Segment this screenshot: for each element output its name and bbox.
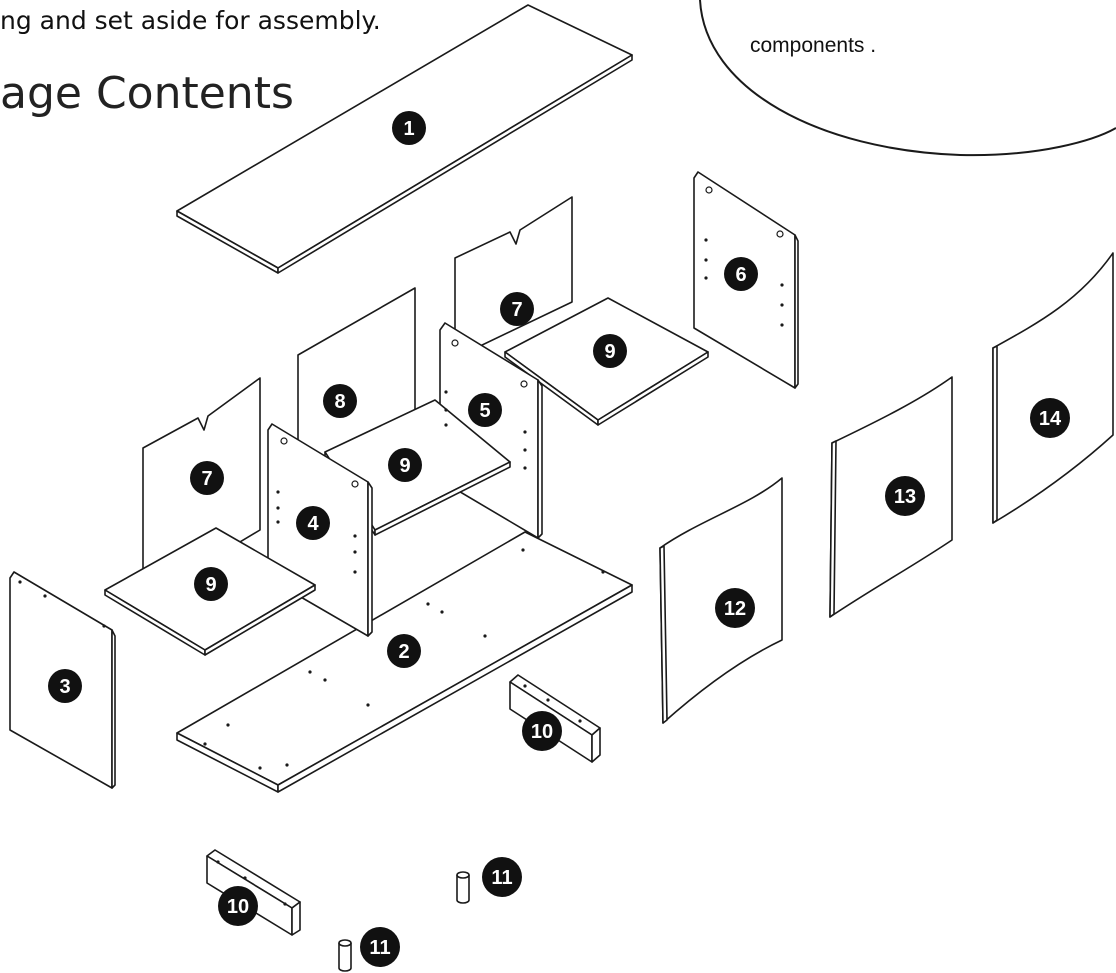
part-badges: 1 2 3 4 5 6 7 7 (48, 111, 1070, 967)
badge-5: 5 (468, 393, 502, 427)
svg-text:9: 9 (604, 341, 615, 363)
svg-text:11: 11 (369, 937, 390, 959)
badge-2: 2 (387, 634, 421, 668)
badge-11-upper: 11 (482, 857, 522, 897)
part-14-door-panel (992, 252, 1114, 524)
svg-text:6: 6 (735, 264, 746, 286)
part-11-leg-upper (456, 871, 470, 904)
badge-14: 14 (1030, 398, 1070, 438)
badge-12: 12 (715, 588, 755, 628)
badge-4: 4 (296, 506, 330, 540)
badge-13: 13 (885, 476, 925, 516)
screw-holes (18, 238, 784, 906)
svg-text:8: 8 (334, 391, 345, 413)
svg-text:11: 11 (491, 867, 512, 889)
badge-11-lower: 11 (360, 927, 400, 967)
badge-9-middle: 9 (388, 448, 422, 482)
badge-8: 8 (323, 384, 357, 418)
badge-9-left: 9 (194, 567, 228, 601)
note-bubble-text: components . (750, 34, 877, 57)
svg-text:9: 9 (205, 574, 216, 596)
svg-text:14: 14 (1039, 408, 1062, 430)
svg-text:10: 10 (227, 896, 249, 918)
badge-3: 3 (48, 669, 82, 703)
svg-text:10: 10 (531, 721, 553, 743)
svg-text:7: 7 (511, 299, 522, 321)
note-bubble (699, 0, 1116, 157)
package-contents-heading: age Contents (0, 68, 294, 119)
part-10-base-rail-lower (206, 849, 301, 936)
svg-text:1: 1 (403, 118, 414, 140)
svg-text:4: 4 (307, 513, 319, 535)
badge-9-right: 9 (593, 334, 627, 368)
badge-10-upper: 10 (522, 711, 562, 751)
badge-10-lower: 10 (218, 886, 258, 926)
svg-text:3: 3 (59, 676, 70, 698)
badge-1: 1 (392, 111, 426, 145)
svg-text:12: 12 (724, 598, 746, 620)
svg-text:13: 13 (894, 486, 916, 508)
intro-text: ng and set aside for assembly. (0, 6, 381, 35)
part-11-leg-lower (338, 939, 352, 972)
badge-6: 6 (724, 257, 758, 291)
svg-text:7: 7 (201, 468, 212, 490)
badge-7-rear: 7 (500, 292, 534, 326)
svg-text:5: 5 (479, 400, 490, 422)
svg-text:2: 2 (398, 641, 409, 663)
badge-7-front: 7 (190, 461, 224, 495)
svg-text:9: 9 (399, 455, 410, 477)
